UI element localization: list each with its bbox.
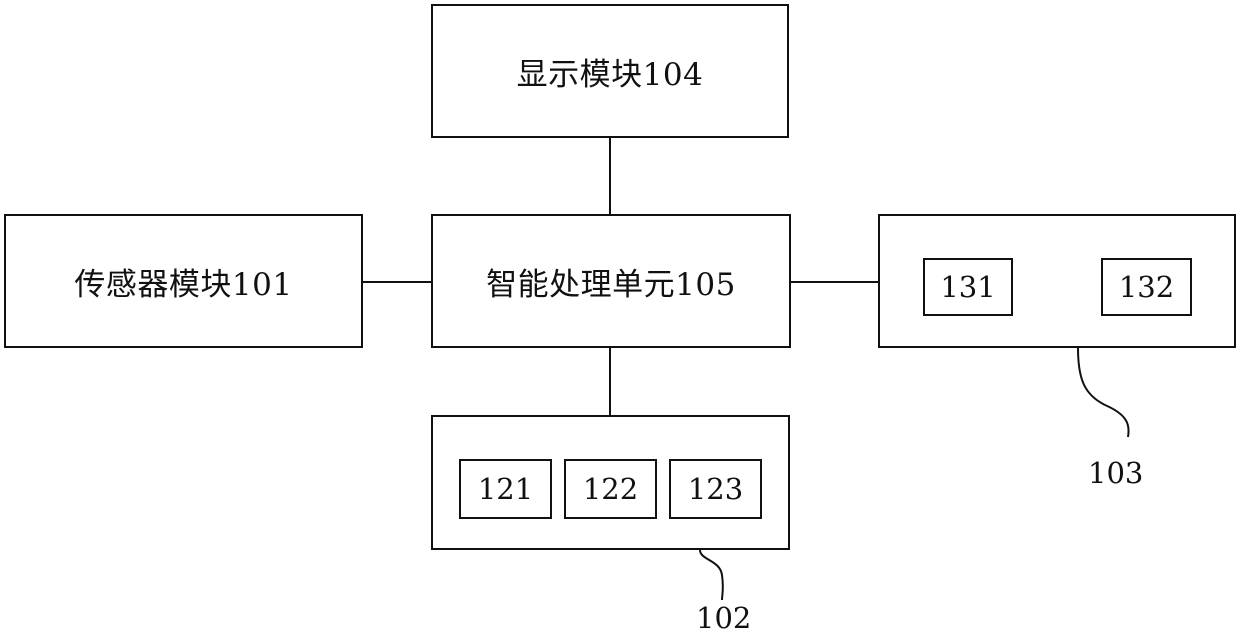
display-module-box: 显示模块104 xyxy=(431,4,789,138)
sensor-module-box: 传感器模块101 xyxy=(4,214,363,348)
sub-module-122-label: 122 xyxy=(583,472,638,506)
sub-module-123-label: 123 xyxy=(688,472,743,506)
leader-line-103 xyxy=(1078,348,1129,437)
display-module-label: 显示模块104 xyxy=(517,49,704,94)
sub-module-122: 122 xyxy=(564,459,657,519)
reference-label-102: 102 xyxy=(696,601,751,635)
sub-module-131-label: 131 xyxy=(940,270,995,304)
reference-label-103: 103 xyxy=(1088,456,1143,490)
sub-module-123: 123 xyxy=(669,459,762,519)
sub-module-132: 132 xyxy=(1101,258,1192,316)
sub-module-121: 121 xyxy=(459,459,552,519)
processor-box: 智能处理单元105 xyxy=(431,214,791,348)
sub-module-121-label: 121 xyxy=(478,472,533,506)
sub-module-132-label: 132 xyxy=(1119,270,1174,304)
sensor-module-label: 传感器模块101 xyxy=(74,259,292,304)
leader-line-102 xyxy=(700,550,723,600)
processor-label: 智能处理单元105 xyxy=(486,259,736,304)
sub-module-131: 131 xyxy=(923,258,1013,316)
